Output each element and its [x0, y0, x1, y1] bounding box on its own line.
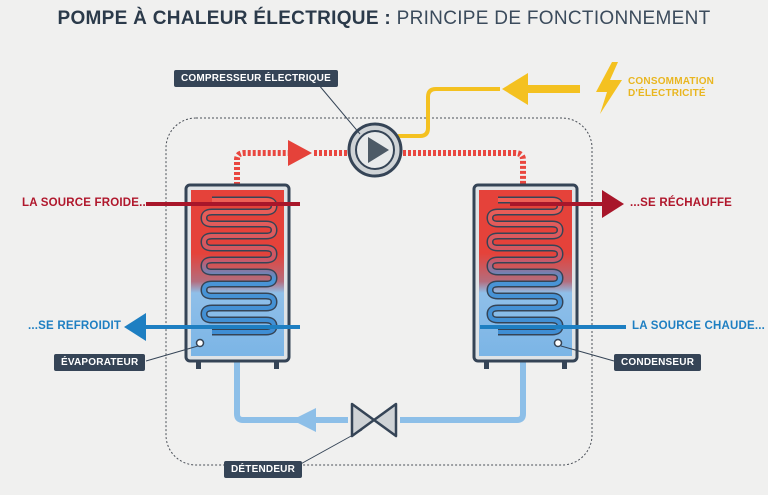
cold-flow-arrow	[292, 408, 316, 432]
consumption-label-line2: D'ÉLECTRICITÉ	[628, 88, 706, 99]
evaporator-leader	[145, 345, 199, 362]
valve-leader	[296, 429, 363, 467]
electric-flow-tail	[528, 85, 580, 93]
cold-source-label: LA SOURCE FROIDE...	[22, 197, 150, 209]
cools-down-arrowhead	[124, 313, 146, 341]
consumption-label: CONSOMMATION D'ÉLECTRICITÉ	[628, 76, 714, 100]
lightning-icon	[596, 62, 622, 114]
hot-source-label: LA SOURCE CHAUDE...	[632, 320, 766, 332]
evaporator-label: ÉVAPORATEUR	[54, 354, 146, 371]
evaporator-tank	[184, 183, 291, 369]
condenser-leader	[560, 345, 615, 362]
electric-flow-arrow	[502, 73, 528, 105]
cools-down-label: ...SE REFROIDIT	[28, 320, 122, 332]
compressor-label: COMPRESSEUR ÉLECTRIQUE	[174, 70, 338, 87]
system-boundary	[165, 117, 593, 466]
compressor-leader	[317, 83, 361, 135]
hot-pipe-left	[234, 150, 300, 190]
page-title: POMPE À CHALEUR ÉLECTRIQUE : PRINCIPE DE…	[0, 8, 768, 30]
hot-pipe-right	[398, 150, 526, 190]
heats-up-arrowhead	[602, 190, 624, 218]
consumption-label-line1: CONSOMMATION	[628, 76, 715, 87]
title-bold: POMPE À CHALEUR ÉLECTRIQUE :	[57, 8, 391, 29]
hot-flow-arrow	[288, 140, 312, 166]
cold-return-pipe	[234, 358, 348, 423]
condenser-tank	[472, 183, 579, 369]
electric-wire	[398, 87, 500, 138]
title-normal: PRINCIPE DE FONCTIONNEMENT	[396, 8, 711, 29]
expansion-valve-label: DÉTENDEUR	[224, 461, 303, 478]
cold-return-pipe-right	[400, 358, 526, 423]
expansion-valve-icon	[350, 402, 398, 438]
condenser-label: CONDENSEUR	[614, 354, 702, 371]
compressor-icon	[347, 122, 403, 178]
heats-up-label: ...SE RÉCHAUFFE	[630, 197, 733, 209]
